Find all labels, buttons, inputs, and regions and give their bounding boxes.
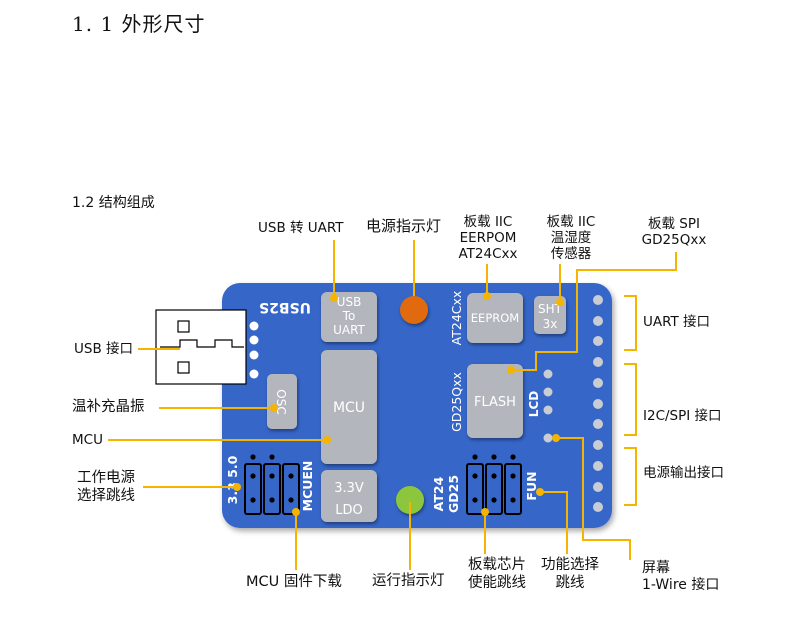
label-usb-port: USB 接口 [74,341,134,357]
label-usb-to-uart: USB 转 UART [258,220,344,236]
usb-uart-text: To [342,309,356,323]
jumper-power-select [244,454,300,515]
usb-connector [155,309,247,385]
at24-silk: AT24Cxx [449,291,464,346]
flash-text: FLASH [474,395,516,410]
ldo-text: 3.3V [334,481,364,496]
lcd-pin [543,387,553,397]
eeprom-text: EEPROM [471,311,519,325]
callout-dots [233,292,564,516]
label-power-out: 电源输出接口 [643,465,724,481]
usb-uart-text: USB [337,295,362,309]
label-i2c-spi-port: I2C/SPI 接口 [643,408,722,424]
usb-pad [249,369,259,379]
label-function-select: 功能选择 跳线 [534,556,606,592]
section-title: 1. 1 外形尺寸 [72,12,206,36]
fun-silk: FUN [524,471,539,500]
chip-usb-uart [321,292,377,342]
subsection-title: 1.2 结构组成 [72,195,155,211]
callout-lines [108,240,677,570]
label-screen-line: 屏幕 [642,560,670,576]
label-power-select: 工作电源 选择跳线 [70,469,142,505]
lcd-silk: LCD [527,391,541,417]
label-tcxo: 温补充晶振 [72,399,145,415]
pcb-board [222,283,612,528]
silk-usb2s: USB2S [259,299,311,315]
label-chip-enable: 板载芯片 使能跳线 [458,556,536,592]
sht-text: SHT [538,302,563,316]
label-spi-line: GD25Qxx [641,232,707,248]
label-mcu-firmware: MCU 固件下载 [246,574,342,590]
label-power-select-line: 选择跳线 [77,488,135,504]
run-led [396,486,424,514]
label-uart-port: UART 接口 [643,314,711,330]
label-eeprom-line: 板载 IIC [463,214,513,230]
usb-pad [249,335,259,345]
sht-text: 3x [543,317,558,331]
label-eeprom: 板载 IIC EERPOM AT24Cxx [452,214,524,262]
chip-osc [267,374,297,429]
label-sht-line: 温湿度 [550,230,592,246]
label-spi-flash: 板载 SPI GD25Qxx [634,216,714,248]
mcu-text: MCU [333,400,365,416]
label-sht-line: 板载 IIC [546,214,596,230]
power-led [400,296,428,324]
mcuen-silk: MCUEN [300,461,315,512]
lcd-pin [543,369,553,379]
lcd-pin [543,433,553,443]
label-power-led: 电源指示灯 [366,217,442,235]
label-sht-line: 传感器 [550,246,592,262]
gd25-jp-silk: GD25 [446,475,461,513]
jp-power-silk: 3.3 5.0 [225,455,240,504]
label-chip-enable-line: 板载芯片 [468,557,526,573]
chip-eeprom [467,293,523,343]
usb-pad [249,321,259,331]
label-function-select-line: 功能选择 [541,557,599,573]
gd25-silk: GD25Qxx [449,372,464,432]
chip-mcu [321,350,377,464]
jumper-chip-function [466,454,522,515]
usb-uart-text: UART [333,323,365,337]
at24-jp-silk: AT24 [431,476,446,511]
label-screen-line: 1-Wire 接口 [642,577,720,593]
label-sht: 板载 IIC 温湿度 传感器 [538,214,604,262]
label-mcu: MCU [72,432,103,448]
label-power-select-line: 工作电源 [77,470,135,486]
lcd-pin [543,405,553,415]
chip-ldo [321,470,377,522]
chip-flash [467,364,523,438]
chip-sht [534,296,566,334]
label-function-select-line: 跳线 [555,575,585,591]
label-screen-1wire: 屏幕 1-Wire 接口 [642,560,719,594]
usb-pad [249,350,259,360]
label-chip-enable-line: 使能跳线 [468,575,526,591]
ldo-text: LDO [335,503,363,518]
label-eeprom-line: EERPOM [459,230,517,246]
label-run-led: 运行指示灯 [372,573,445,589]
label-eeprom-line: AT24Cxx [458,246,518,262]
edge-header [593,295,603,512]
label-spi-line: 板载 SPI [648,216,700,232]
